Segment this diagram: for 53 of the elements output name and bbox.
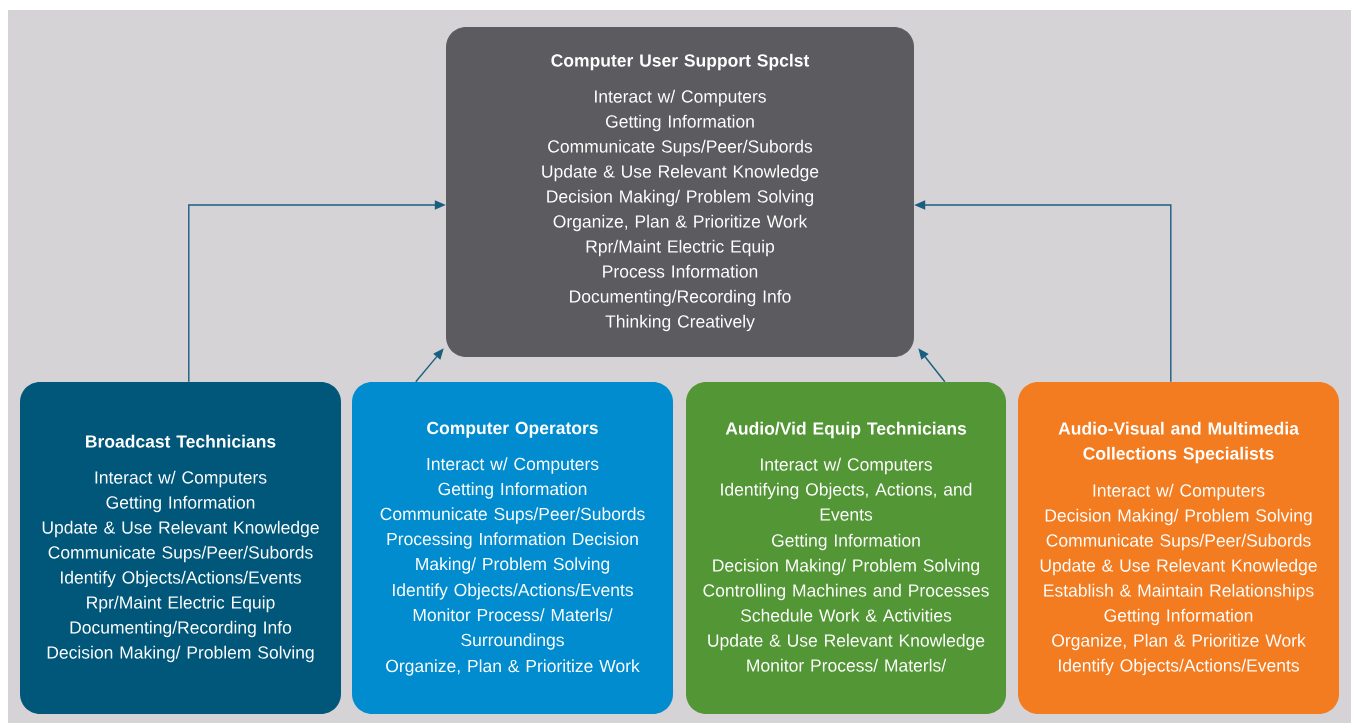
arrow [415,348,444,383]
skill-item: Monitor Process/ Materls/ [747,658,947,672]
skill-item: Rpr/Maint Electric Equip [87,595,275,613]
skill-item: Identify Objects/Actions/Events [393,583,633,600]
skill-item: Interact w/ Computers [595,89,766,107]
skill-item: Thinking Creatively [605,314,755,332]
skill-item: Organize, Plan & Prioritize Work [1052,633,1306,651]
skill-card [1018,382,1339,714]
skill-item: Establish & Maintain Relationships [1044,583,1314,601]
skill-item: Identify Objects/Actions/Events [61,570,301,588]
skill-item: Monitor Process/ Materls/ Surroundings [413,608,613,650]
arrow [918,348,946,383]
card-heading: Computer Operators [427,421,598,438]
skill-item: Identify Objects/Actions/Events [1059,658,1299,676]
skill-item: Organize, Plan & Prioritize Work [553,214,808,232]
skill-item: Organize, Plan & Prioritize Work [386,659,640,676]
skill-card [686,382,1006,714]
skill-item: Getting Information [106,495,255,513]
skill-item: Rpr/Maint Electric Equip [586,239,775,257]
skill-card [446,27,914,357]
skill-item: Process Information [603,264,758,278]
skill-item: Update & Use Relevant Knowledge [1040,558,1317,576]
skill-item: Controlling Machines and Processes [703,583,989,601]
card-heading: Broadcast Technicians [86,434,276,448]
skill-item: Update & Use Relevant Knowledge [708,633,985,651]
skill-item: Getting Information [1104,608,1253,626]
skill-card [352,382,673,714]
card-heading: Audio-Visual and Multimedia Collections Specialists [1058,421,1300,464]
skill-item: Interact w/ Computers [427,457,599,474]
skill-item: Decision Making/ Problem Solving [1045,508,1312,526]
skill-item: Communicate Sups/Peer/Subords [48,545,313,563]
skill-item: Getting Information [438,482,587,499]
skill-item: Schedule Work & Activities [740,608,952,622]
skill-item: Communicate Sups/Peer/Subords [380,507,645,524]
skill-item: Decision Making/ Problem Solving [547,189,814,207]
skill-item: Documenting/Recording Info [570,289,791,307]
skill-item: Identifying Objects, Actions, and Events [721,482,972,521]
skill-item: Interact w/ Computers [761,457,932,475]
skill-card [20,382,341,714]
skill-item: Documenting/Recording Info [70,620,292,638]
skill-item: Getting Information [606,114,754,132]
skill-item: Decision Making/ Problem Solving [713,558,980,576]
skill-item: Interact w/ Computers [1093,483,1265,501]
card-heading: Computer User Support Spclst [551,53,810,71]
skill-item: Getting Information [772,533,920,551]
skill-item: Communicate Sups/Peer/Subords [1046,533,1311,551]
skill-item: Update & Use Relevant Knowledge [42,520,319,538]
skill-item: Interact w/ Computers [95,470,267,488]
skill-item: Processing Information Decision Making/ Problem Solving [387,532,638,574]
card-heading: Audio/Vid Equip Technicians [725,421,967,439]
skill-item: Update & Use Relevant Knowledge [542,164,819,182]
skill-item: Decision Making/ Problem Solving [47,645,314,663]
skill-item: Communicate Sups/Peer/Subords [548,139,813,157]
